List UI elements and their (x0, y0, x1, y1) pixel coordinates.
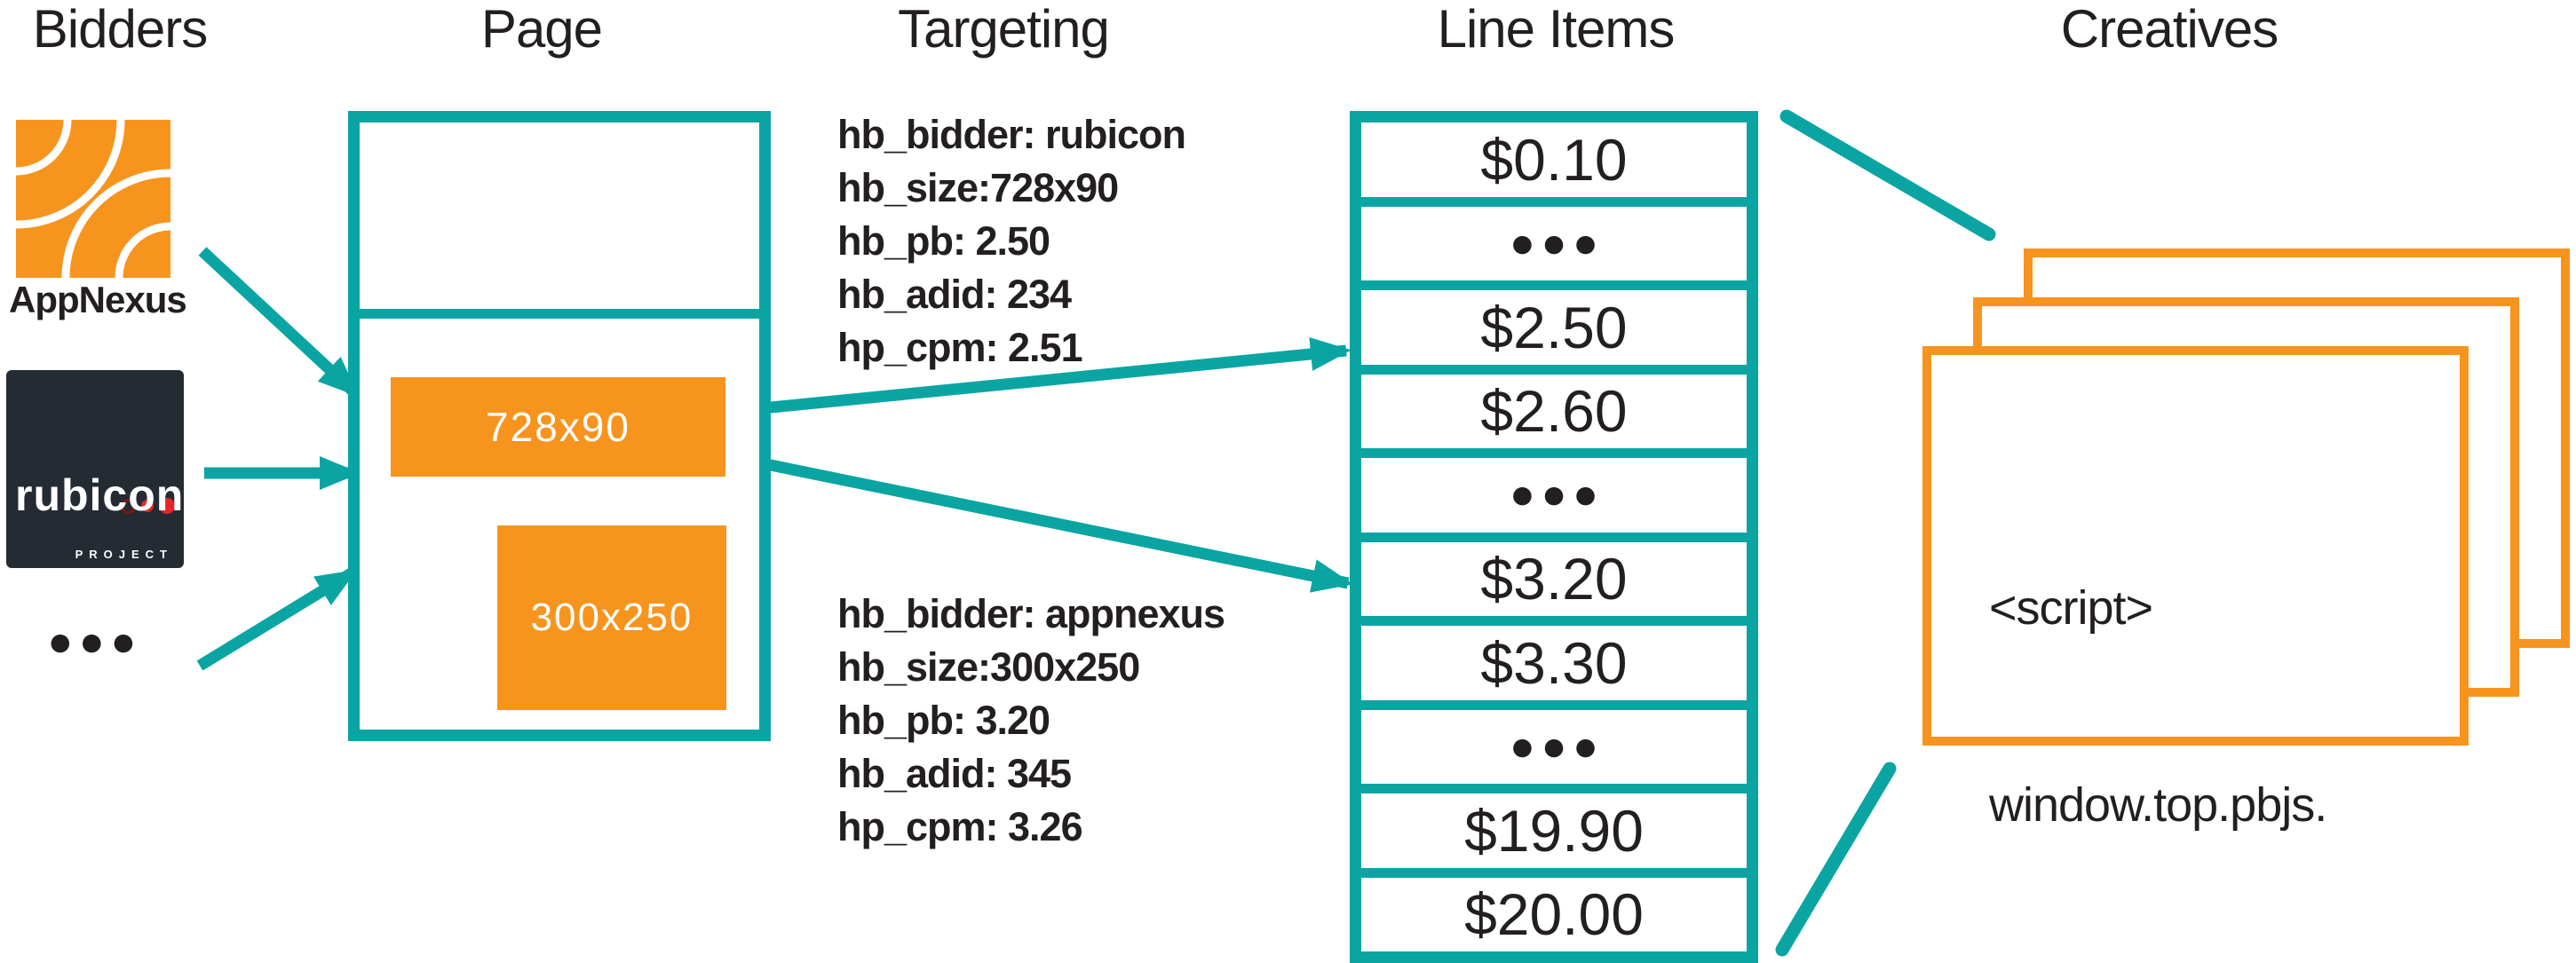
appnexus-logo-icon (16, 120, 170, 278)
creative-script-snippet: <script> window.top.pbjs. renderAd(hb_ad… (1989, 444, 2425, 963)
script-line: <script> (1989, 581, 2153, 635)
creatives-header: Creatives (2060, 0, 2279, 59)
rubicon-logo: rubicon® PROJECT (6, 370, 194, 568)
page-box: 728x90 300x250 (348, 111, 771, 741)
targeting-header: Targeting (898, 0, 1110, 59)
targeting-line: hb_size:728x90 (837, 165, 1119, 210)
appnexus-label: AppNexus (9, 279, 187, 320)
ad-slot-300x250: 300x250 (497, 525, 726, 710)
targeting-line: hb_pb: 2.50 (837, 218, 1050, 264)
arrow-morebidders-to-page (196, 567, 358, 671)
line-item-row: $3.30 (1361, 626, 1747, 700)
rubicon-registered-mark: ® (184, 517, 195, 532)
arrow-page-to-lineitem-320 (760, 457, 1353, 593)
script-line: window.top.pbjs. (1989, 778, 2327, 832)
more-bidders-ellipsis: ●●● (50, 628, 145, 656)
rubicon-wordmark: rubicon® (15, 473, 194, 547)
targeting-rubicon-block: hb_bidder: rubicon hb_size:728x90 hb_pb:… (837, 108, 1299, 375)
targeting-line: hb_bidder: rubicon (837, 112, 1186, 157)
line-item-row-ellipsis: ●●● (1361, 458, 1747, 533)
rubicon-dot-outline (121, 498, 136, 514)
line-item-row: $2.60 (1361, 374, 1747, 448)
rubicon-dot-mid (141, 500, 154, 512)
arrow-appnexus-to-page (198, 247, 360, 398)
creative-card-front: <script> window.top.pbjs. renderAd(hb_ad… (1922, 346, 2469, 832)
rubicon-wordmark-text: rubicon (15, 470, 185, 520)
ad-slot-728x90: 728x90 (391, 377, 725, 477)
line-items-header: Line Items (1437, 0, 1676, 59)
line-items-table: $0.10 ●●● $2.50 $2.60 ●●● $3.20 $3.30 ●●… (1350, 111, 1758, 963)
rubicon-dots-icon (121, 498, 175, 514)
targeting-line: hb_pb: 3.20 (837, 698, 1050, 743)
targeting-line: hb_size:300x250 (837, 644, 1140, 690)
connector-lineitems-to-creatives-bottom (1775, 762, 1897, 957)
line-item-row-ellipsis: ●●● (1361, 709, 1747, 784)
targeting-line: hp_cpm: 3.26 (837, 804, 1083, 849)
targeting-line: hb_bidder: appnexus (837, 591, 1225, 636)
page-header-divider (360, 309, 759, 319)
targeting-appnexus-block: hb_bidder: appnexus hb_size:300x250 hb_p… (837, 588, 1299, 854)
line-item-row: $20.00 (1361, 877, 1747, 951)
bidders-header: Bidders (32, 0, 208, 59)
line-item-row-ellipsis: ●●● (1361, 206, 1747, 280)
targeting-line: hb_adid: 345 (837, 751, 1072, 796)
line-item-row: $2.50 (1361, 290, 1747, 365)
targeting-line: hb_adid: 234 (837, 272, 1072, 317)
connector-lineitems-to-creatives-top (1779, 109, 1996, 241)
line-item-row: $19.90 (1361, 793, 1747, 868)
line-item-row: $3.20 (1361, 541, 1747, 616)
line-item-row: $0.10 (1361, 122, 1747, 197)
rubicon-dot-big (159, 498, 175, 514)
rubicon-project-label: PROJECT (75, 548, 173, 561)
page-header: Page (480, 0, 603, 59)
targeting-line: hp_cpm: 2.51 (837, 325, 1083, 370)
